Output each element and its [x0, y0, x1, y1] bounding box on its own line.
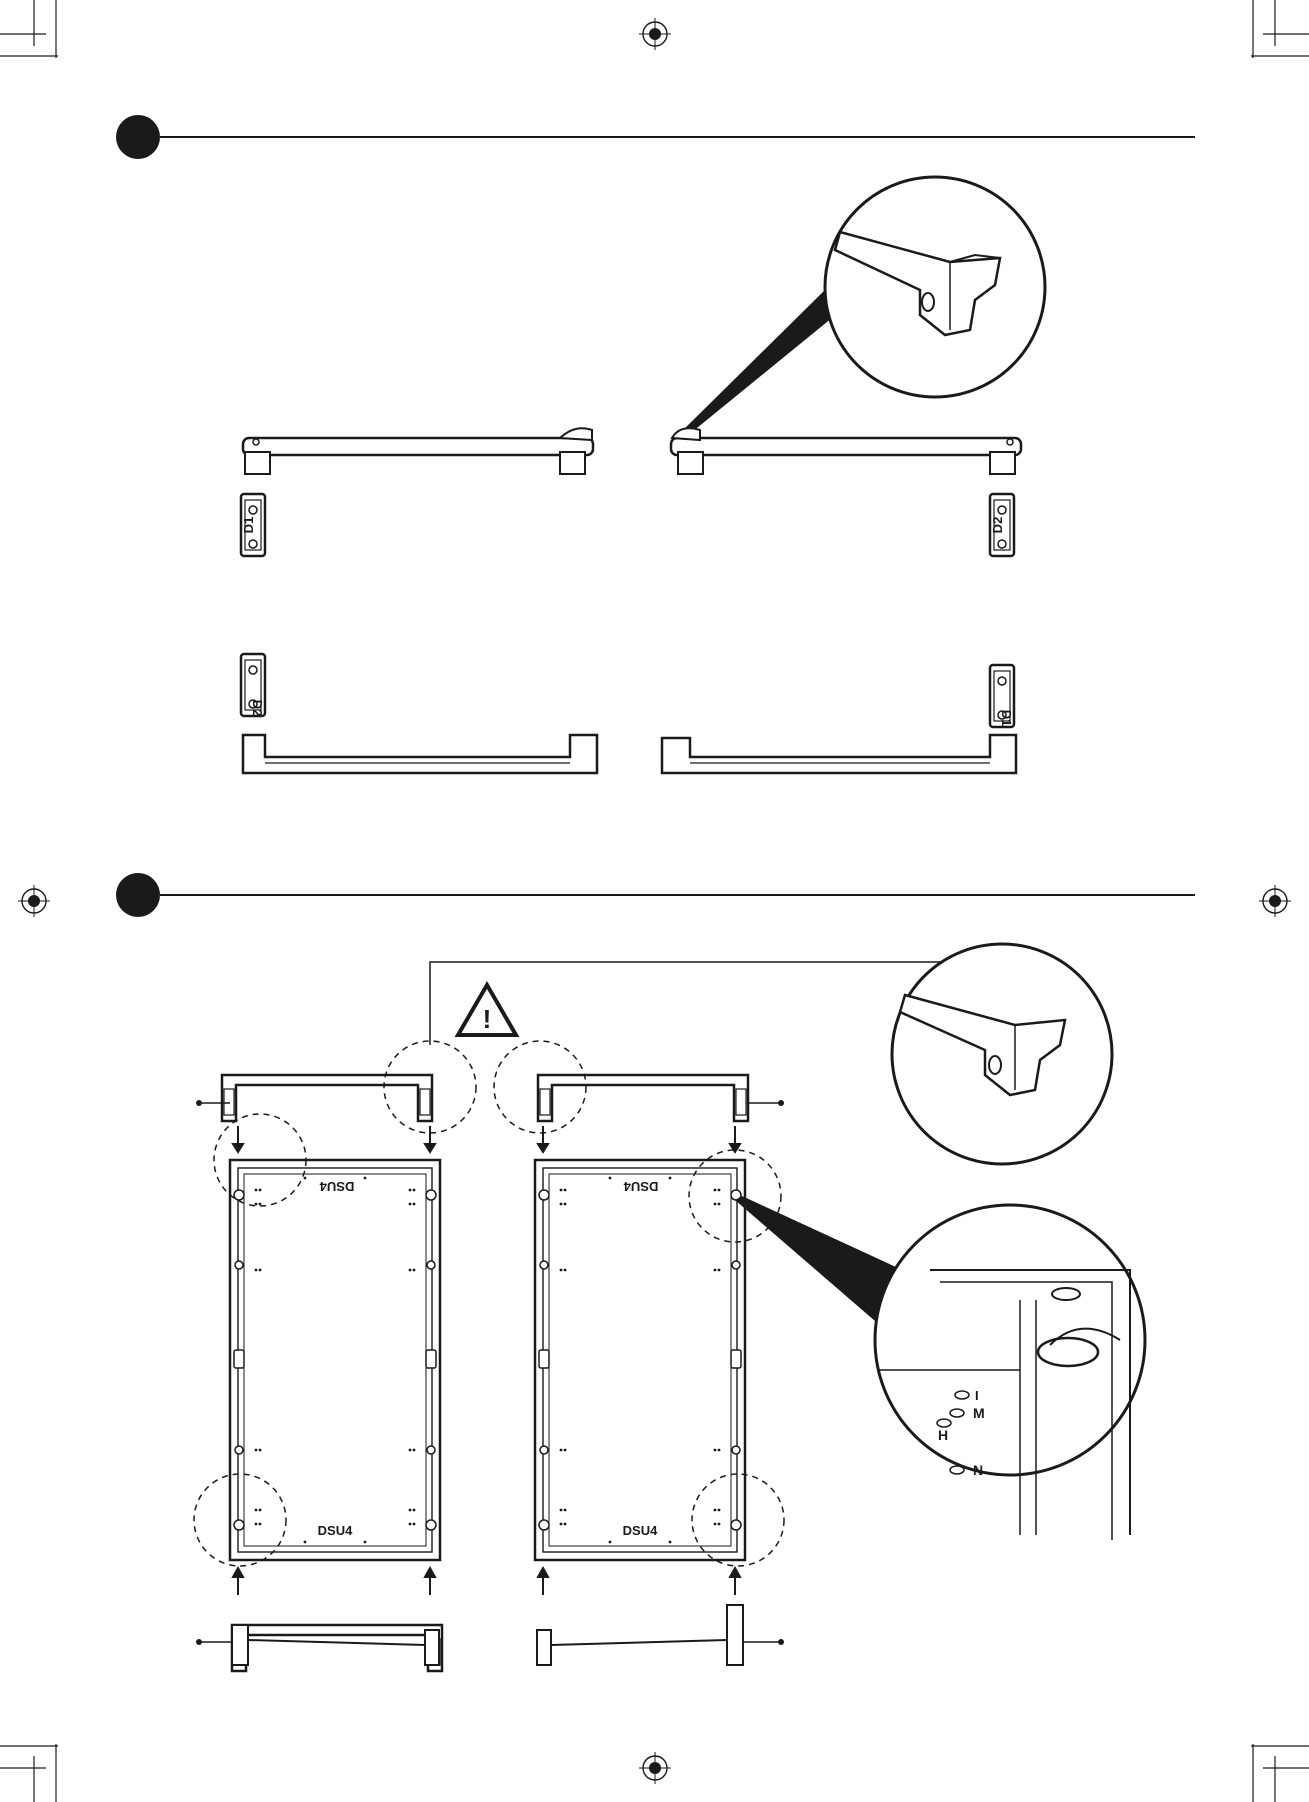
bracket-d1-bottom: D1 — [990, 665, 1014, 727]
bracket-d2-bottom: D2 — [241, 654, 265, 716]
bracket-d2-top: D2 — [990, 494, 1014, 556]
assembly-left: DSU4 DSU4 — [194, 1041, 476, 1671]
registration-target-right — [1259, 885, 1291, 917]
step-1-marker — [116, 115, 160, 159]
warning-callout: ! — [430, 962, 945, 1045]
warning-triangle-icon: ! — [458, 985, 516, 1035]
part-label-d1: D1 — [999, 710, 1014, 727]
registration-target-top — [639, 18, 671, 50]
assembly-right: DSU4 DSU4 — [494, 1041, 784, 1665]
panel-code-label: DSU4 — [623, 1179, 658, 1194]
step-1-zoom-detail — [676, 177, 1045, 441]
panel-code-label: DSU4 — [623, 1523, 658, 1538]
step-2-zoom-detail-upper — [892, 944, 1112, 1164]
step-2-marker — [116, 873, 160, 917]
detail-label-n: N — [973, 1462, 983, 1478]
step-2-zoom-detail-lower: I M H N — [735, 1196, 1145, 1540]
detail-label-h: H — [938, 1427, 948, 1443]
part-label-d2: D2 — [250, 700, 265, 717]
part-label-d1: D1 — [241, 517, 256, 534]
rail-bottom-right — [662, 735, 1016, 773]
detail-label-m: M — [973, 1405, 985, 1421]
rail-bottom-left — [243, 735, 597, 773]
rail-top-right — [671, 428, 1021, 474]
rail-top-left — [243, 428, 593, 474]
part-label-d2: D2 — [990, 517, 1005, 534]
registration-target-left — [18, 885, 50, 917]
bracket-d1-top: D1 — [241, 494, 265, 556]
warning-symbol: ! — [483, 1004, 492, 1034]
panel-code-label: DSU4 — [318, 1523, 353, 1538]
detail-label-i: I — [975, 1388, 979, 1403]
registration-target-bottom — [639, 1752, 671, 1784]
panel-code-label: DSU4 — [319, 1179, 354, 1194]
